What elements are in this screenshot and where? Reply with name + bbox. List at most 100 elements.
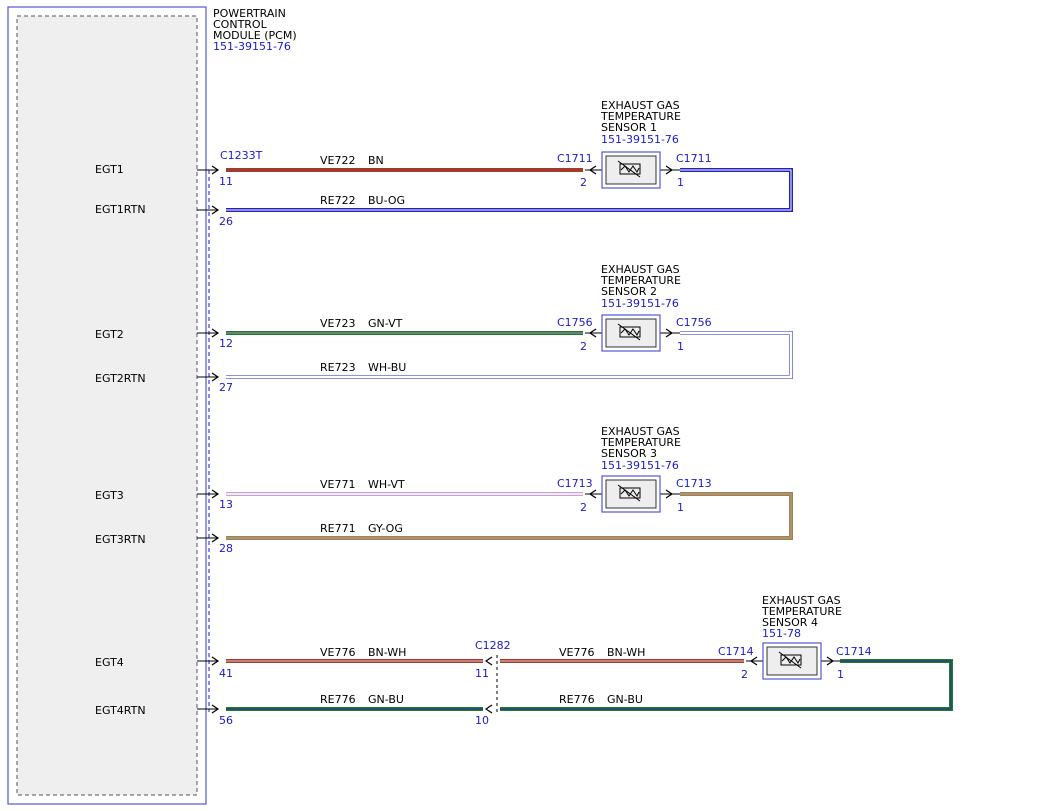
pin-label-egt3rtn: EGT3RTN [95,533,146,546]
pin-arrow [211,328,220,338]
sensor1-conn-left[interactable]: C1711 [557,152,593,165]
sensor3-conn-left[interactable]: C1713 [557,477,593,490]
sensor1-name-line-3: SENSOR 1 [601,121,657,134]
pin-arrow [211,704,220,714]
pin-arrow [211,205,220,215]
pcm-pin-11: 11 [219,175,233,188]
pcm-name-line-3: MODULE (PCM) [213,29,297,42]
pin-arrow [211,165,220,175]
sensor2-ref[interactable]: 151-39151-76 [601,297,679,310]
circuit-egt4: EGT4 EGT4RTN 41 56 VE776 BN-WH RE776 GN-… [95,594,953,727]
wire-color-ve776-a: BN-WH [368,646,406,659]
sensor4-component[interactable] [746,642,840,680]
sensor4-conn-right[interactable]: C1714 [836,645,872,658]
sensor2-conn-left[interactable]: C1756 [557,316,593,329]
wire-color-re722: BU-OG [368,194,405,207]
inline-pin-10: 10 [475,714,489,727]
sensor1-ref[interactable]: 151-39151-76 [601,133,679,146]
pin-arrow [211,489,220,499]
pin-label-egt3: EGT3 [95,489,124,502]
pcm-module-body [16,15,198,796]
wire-id-re771: RE771 [320,522,356,535]
pin-label-egt2: EGT2 [95,328,124,341]
sensor1-component[interactable] [585,151,680,189]
pcm-pin-13: 13 [219,498,233,511]
circuit-egt3: EGT3 EGT3RTN 13 28 VE771 WH-VT RE771 GY-… [95,425,793,555]
pcm-pin-12: 12 [219,337,233,350]
sensor3-component[interactable] [585,475,680,513]
wire-id-re722: RE722 [320,194,356,207]
thermistor-icon [778,651,802,669]
pcm-pin-56: 56 [219,714,233,727]
pcm-ref[interactable]: 151-39151-76 [213,40,291,53]
sensor2-conn-right[interactable]: C1756 [676,316,712,329]
wire-color-ve776-b: BN-WH [607,646,645,659]
pcm-pin-27: 27 [219,381,233,394]
sensor3-name-line-2: TEMPERATURE [600,436,681,449]
sensor1-pin-2: 2 [580,176,587,189]
pcm-module[interactable] [7,6,210,805]
sensor3-ref[interactable]: 151-39151-76 [601,459,679,472]
sensor1-conn-right[interactable]: C1711 [676,152,712,165]
pin-label-egt4rtn: EGT4RTN [95,704,146,717]
sensor4-pin-2: 2 [741,668,748,681]
wire-color-re776-a: GN-BU [368,693,404,706]
wire-id-ve771: VE771 [320,478,355,491]
wire-color-re723: WH-BU [368,361,406,374]
sensor4-conn-left[interactable]: C1714 [718,645,754,658]
wire-color-ve723: GN-VT [368,317,403,330]
wire-color-ve771: WH-VT [368,478,405,491]
sensor2-name-line-3: SENSOR 2 [601,285,657,298]
wire-re723[interactable] [226,331,793,379]
sensor3-pin-2: 2 [580,501,587,514]
pin-label-egt1: EGT1 [95,163,124,176]
sensor2-pin-1: 1 [677,340,684,353]
inline-pin-11: 11 [475,667,489,680]
thermistor-icon [617,323,641,341]
circuit-egt2: EGT2 EGT2RTN 12 27 VE723 GN-VT RE723 WH-… [95,263,793,394]
sensor4-name-line-1: EXHAUST GAS [762,594,841,607]
thermistor-icon [617,160,641,178]
sensor4-pin-1: 1 [837,668,844,681]
wire-color-ve722: BN [368,154,384,167]
wire-color-re771: GY-OG [368,522,403,535]
pcm-pin-41: 41 [219,667,233,680]
sensor4-name-line-3: SENSOR 4 [762,616,818,629]
sensor1-name-line-1: EXHAUST GAS [601,99,680,112]
circuit-egt1: EGT1 EGT1RTN 11 26 VE722 BN RE722 BU-OG … [95,99,793,228]
wire-id-ve722: VE722 [320,154,355,167]
sensor2-name-line-1: EXHAUST GAS [601,263,680,276]
sensor3-name-line-1: EXHAUST GAS [601,425,680,438]
wire-color-re776-b: GN-BU [607,693,643,706]
sensor2-name-line-2: TEMPERATURE [600,274,681,287]
sensor3-pin-1: 1 [677,501,684,514]
wire-id-ve776-a: VE776 [320,646,355,659]
sensor3-conn-right[interactable]: C1713 [676,477,712,490]
pcm-connector-label[interactable]: C1233T [220,149,263,162]
sensor3-name-line-3: SENSOR 3 [601,447,657,460]
pcm-pin-28: 28 [219,542,233,555]
pin-arrow [211,533,220,543]
wire-id-re723: RE723 [320,361,356,374]
pcm-pin-26: 26 [219,215,233,228]
inline-connector-c1282[interactable] [484,655,498,715]
wire-id-re776-a: RE776 [320,693,356,706]
pcm-name-line-1: POWERTRAIN [213,7,286,20]
inline-connector-label[interactable]: C1282 [475,639,511,652]
wire-re771[interactable] [226,492,793,540]
sensor4-ref[interactable]: 151-78 [762,627,801,640]
wire-re722[interactable] [226,168,793,212]
sensor1-pin-1: 1 [677,176,684,189]
wire-id-ve776-b: VE776 [559,646,594,659]
pin-arrow [211,372,220,382]
pin-label-egt4: EGT4 [95,656,124,669]
pcm-name-line-2: CONTROL [213,18,268,31]
pin-label-egt2rtn: EGT2RTN [95,372,146,385]
sensor2-pin-2: 2 [580,340,587,353]
wire-id-re776-b: RE776 [559,693,595,706]
pin-label-egt1rtn: EGT1RTN [95,203,146,216]
sensor2-component[interactable] [585,314,680,352]
pin-arrow [211,656,220,666]
sensor4-name-line-2: TEMPERATURE [761,605,842,618]
